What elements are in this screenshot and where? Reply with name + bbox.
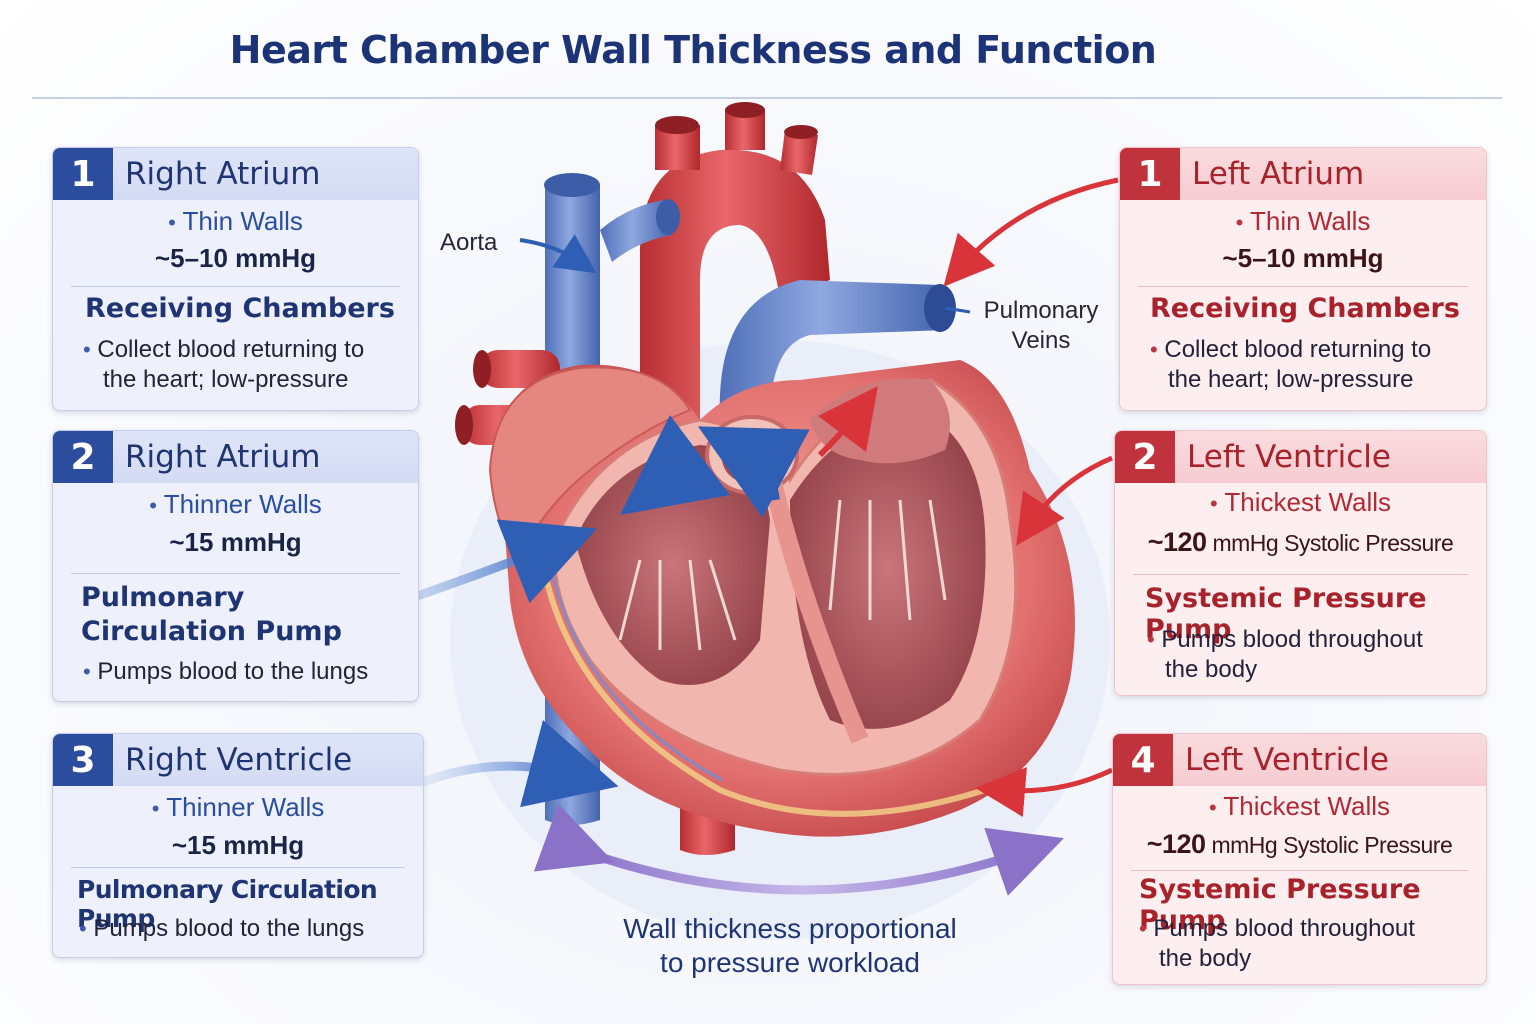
chamber-role: Systemic Pressure Pump — [1139, 874, 1421, 936]
card-header: 3 Right Ventricle — [53, 734, 423, 786]
pressure-value: ~5–10 mmHg — [154, 243, 317, 273]
chamber-description: • Collect blood returning to the heart; … — [83, 336, 365, 393]
card-title: Left Ventricle — [1187, 439, 1391, 475]
card-left-ventricle-4: 4 Left Ventricle • Thickest Walls ~120 m… — [1112, 733, 1487, 985]
pressure-value: ~120 mmHg Systolic Pressure — [1146, 829, 1453, 859]
title-divider — [32, 97, 1502, 99]
chamber-description: • Pumps blood throughout the body — [1147, 626, 1423, 683]
wall-thickness: • Thinner Walls — [149, 489, 322, 519]
chamber-role: Pulmonary Circulation Pump — [81, 582, 342, 647]
card-divider — [1133, 574, 1468, 575]
chamber-description: • Pumps blood to the lungs — [83, 658, 369, 685]
card-number: 1 — [1120, 148, 1180, 200]
chamber-role: Receiving Chambers — [1150, 293, 1460, 324]
wall-thickness: • Thickest Walls — [1208, 791, 1391, 821]
wall-thickness-caption: Wall thickness proportional to pressure … — [560, 912, 1020, 980]
pulmonary-veins-label: Pulmonary Veins — [974, 296, 1108, 356]
chamber-description: • Pumps blood throughout the body — [1139, 915, 1415, 972]
chamber-description: • Collect blood returning to the heart; … — [1150, 336, 1432, 393]
card-header: 1 Right Atrium — [53, 148, 418, 200]
card-header: 2 Left Ventricle — [1115, 431, 1486, 483]
card-title: Right Atrium — [125, 439, 321, 475]
wall-thickness: • Thin Walls — [168, 206, 303, 236]
pulmonary-veins-line1: Pulmonary — [983, 297, 1099, 324]
card-number: 4 — [1113, 734, 1173, 786]
pulmonary-veins-line2: Veins — [1011, 327, 1071, 354]
chamber-description: • Pumps blood to the lungs — [79, 915, 365, 942]
pressure-value: ~15 mmHg — [169, 527, 302, 557]
card-title: Right Ventricle — [125, 742, 353, 778]
chamber-role: Receiving Chambers — [85, 293, 395, 324]
pressure-value: ~120 mmHg Systolic Pressure — [1147, 527, 1454, 557]
card-right-atrium-2: 2 Right Atrium • Thinner Walls ~15 mmHg … — [52, 430, 419, 702]
caption-line2: to pressure workload — [660, 947, 920, 978]
card-divider — [71, 286, 400, 287]
pressure-value: ~15 mmHg — [171, 830, 305, 860]
card-number: 1 — [53, 148, 113, 200]
card-number: 2 — [1115, 431, 1175, 483]
card-divider — [1138, 286, 1468, 287]
card-header: 4 Left Ventricle — [1113, 734, 1486, 786]
card-right-ventricle: 3 Right Ventricle • Thinner Walls ~15 mm… — [52, 733, 424, 958]
aorta-label: Aorta — [440, 229, 498, 256]
chamber-role: Systemic Pressure Pump — [1145, 583, 1427, 645]
card-right-atrium-1: 1 Right Atrium • Thin Walls ~5–10 mmHg R… — [52, 147, 419, 411]
card-left-ventricle-2: 2 Left Ventricle • Thickest Walls ~120 m… — [1114, 430, 1487, 696]
card-title: Left Atrium — [1192, 156, 1365, 192]
pressure-value: ~5–10 mmHg — [1222, 243, 1384, 273]
card-title: Left Ventricle — [1185, 742, 1389, 778]
card-left-atrium: 1 Left Atrium • Thin Walls ~5–10 mmHg Re… — [1119, 147, 1487, 411]
card-title: Right Atrium — [125, 156, 321, 192]
card-header: 1 Left Atrium — [1120, 148, 1486, 200]
caption-line1: Wall thickness proportional — [623, 913, 957, 944]
card-number: 2 — [53, 431, 113, 483]
card-number: 3 — [53, 734, 113, 786]
page-title: Heart Chamber Wall Thickness and Functio… — [229, 28, 1157, 72]
card-divider — [71, 573, 400, 574]
wall-thickness: • Thickest Walls — [1209, 487, 1392, 517]
card-divider — [1131, 870, 1468, 871]
card-divider — [71, 867, 405, 868]
wall-thickness: • Thinner Walls — [151, 792, 325, 822]
card-header: 2 Right Atrium — [53, 431, 418, 483]
wall-thickness: • Thin Walls — [1235, 206, 1371, 236]
chamber-role: Pulmonary Circulation Pump — [77, 875, 378, 933]
